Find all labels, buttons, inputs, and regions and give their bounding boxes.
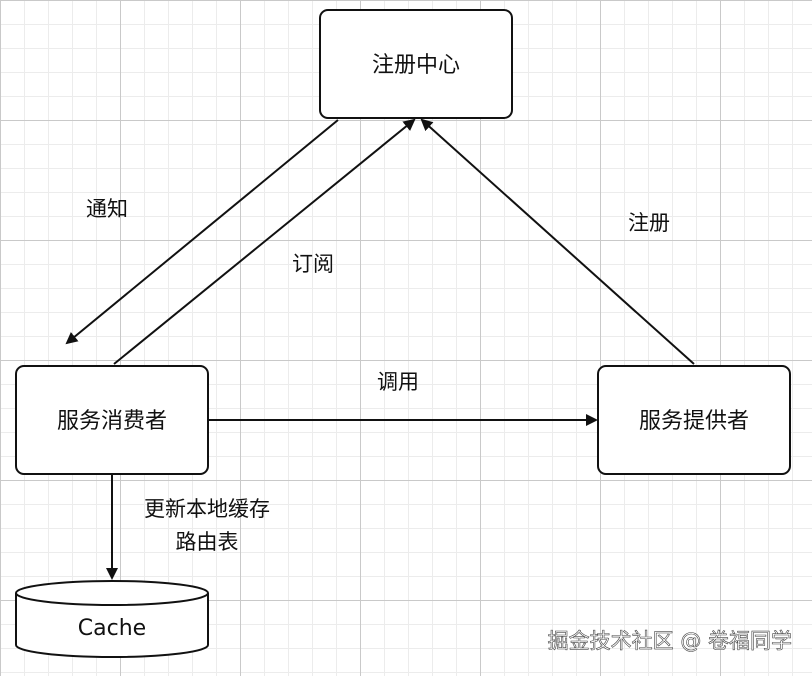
registry-node: 注册中心 xyxy=(319,9,513,119)
consumer-node: 服务消费者 xyxy=(15,365,209,475)
registry-label: 注册中心 xyxy=(372,53,460,78)
subscribe-arrow xyxy=(113,118,416,365)
update-cache-label-line1: 更新本地缓存 xyxy=(144,497,270,521)
register-arrow xyxy=(420,118,695,365)
cache-node: Cache xyxy=(15,580,209,658)
consumer-label: 服务消费者 xyxy=(57,409,167,434)
invoke-label: 调用 xyxy=(377,370,419,394)
provider-node: 服务提供者 xyxy=(597,365,791,475)
register-label: 注册 xyxy=(628,211,670,235)
cache-label: Cache xyxy=(78,616,146,641)
update-cache-label-line2: 路由表 xyxy=(176,530,239,554)
notify-label: 通知 xyxy=(86,197,128,221)
provider-label: 服务提供者 xyxy=(639,409,749,434)
notify-arrow xyxy=(65,119,339,345)
subscribe-label: 订阅 xyxy=(292,252,334,276)
watermark: 掘金技术社区 @ 卷福同学 xyxy=(548,629,792,653)
